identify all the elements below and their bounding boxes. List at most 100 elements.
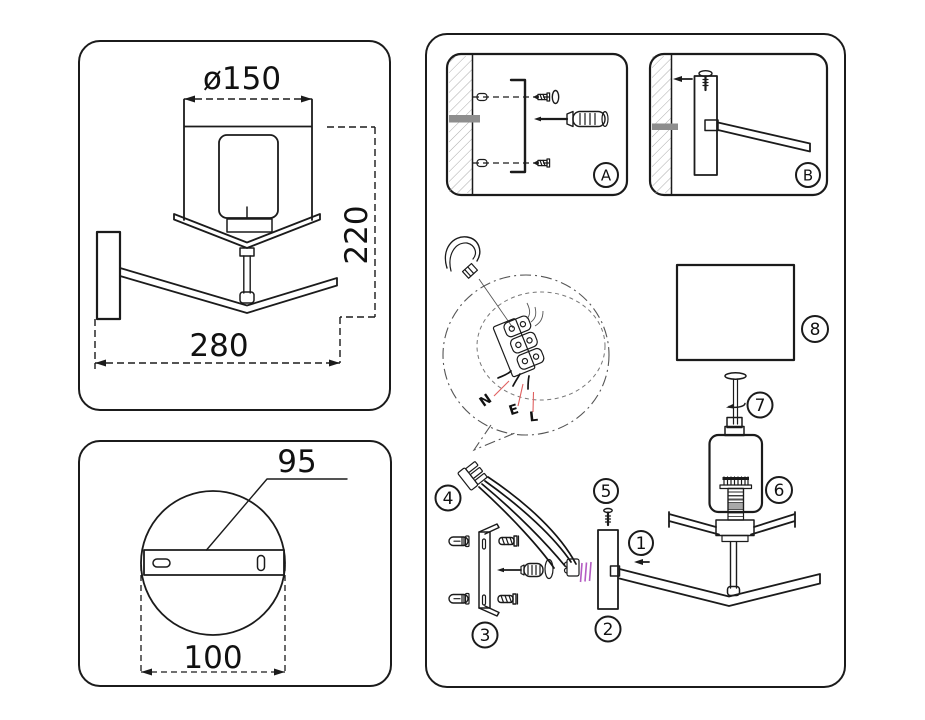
part7-label: 7 [755,396,766,416]
lamp-side-view-drawing: ø150 220 [94,61,376,369]
part4-label: 4 [443,489,454,509]
step-b-label: B [803,167,813,185]
part5-badge [593,478,619,504]
screwdriver-icon [534,110,609,128]
screw [497,593,519,605]
panel-base-view: 95 100 [78,440,392,687]
shade-outline [183,98,313,233]
base-view-drawing: 95 100 [140,444,348,676]
wire-label-neutral: N [476,391,494,411]
dim-width: 280 [94,319,340,369]
shade-holder [173,213,321,304]
terminal-wires [497,370,530,390]
part7-badge [746,391,774,419]
step-a-label: A [601,167,612,185]
mains-cable-icon [444,236,514,329]
wall-plate-and-arm [95,230,338,321]
wire-label-live: L [528,409,539,426]
step-b-panel: B [648,52,829,197]
part-screw: 5 [593,478,619,527]
wiring-callout: N E L [442,236,610,452]
part1-label: 1 [636,534,647,554]
harness-end-connector [563,558,580,577]
dim-width-label: 280 [189,328,248,364]
dim-diameter-label: ø150 [203,61,281,97]
part8-label: 8 [810,320,821,340]
installation-drawing: A B [434,52,829,649]
part8-badge [801,315,829,343]
dim-base-diameter: 100 [140,565,286,676]
rod-end-cap [726,585,741,597]
holder-washer [721,534,749,543]
arm-joint-block [609,565,621,577]
finial-rod [724,372,747,425]
screw-icon [532,92,551,102]
backplate-circle [140,490,286,636]
wall-hatch [449,56,472,193]
part6-badge [765,476,793,504]
dim-diameter: ø150 [184,61,312,103]
incoming-wires [526,302,544,327]
part3-badge [471,621,499,649]
part-bracket-set: 3 [448,523,520,649]
screwdriver-icon [497,558,554,580]
stem-rod [729,541,738,589]
holder-nut-block [715,519,755,537]
part6-label: 6 [774,481,785,501]
terminal-block [492,315,545,378]
screw-icon-vertical [603,507,613,527]
mounting-bracket-bar [143,549,285,576]
harness-wire [478,486,555,569]
panel-side-view: ø150 220 [78,40,391,411]
step-a-badge [593,162,619,188]
lamp-shade [675,263,796,362]
harness-wire [487,476,577,565]
backplate-ghost-circle [476,291,606,401]
stripped-wire-ends [579,561,592,583]
part4-badge [434,484,462,512]
bracket-slot-vertical [256,554,266,572]
mounting-bracket-side [509,78,527,174]
dim-height-label: 220 [339,205,375,264]
wall-cable-outlet [652,123,678,130]
wire-leader-lines [493,380,535,413]
backplate [597,529,619,610]
callout-tail [472,424,516,452]
callout-bubble [442,274,610,436]
step-a-panel: A [445,52,629,197]
lamp-assembly-exploded: 6 7 8 [668,263,829,597]
wall-cable-outlet [449,115,480,123]
part-wire-harness: 4 [434,461,592,583]
shade-holder [668,511,796,536]
part2-label: 2 [603,620,614,640]
wall-anchor-icon [476,92,488,168]
part3-label: 3 [480,626,491,646]
mounting-bracket [478,523,500,617]
harness-plug [457,461,488,491]
screw-head-icon [551,89,560,105]
panel-installation: A B [425,33,846,688]
arm-side [717,121,811,153]
screw [498,535,520,547]
harness-wire [481,483,566,567]
dim-base-diameter-label: 100 [183,640,242,676]
part2-badge [594,615,622,643]
socket-ribbed-ring [719,476,753,513]
socket-body [708,416,764,514]
dim-bracket-length: 95 [205,444,348,551]
part-backplate-assembly: 1 2 [594,529,821,643]
push-arrow-icon [634,559,650,565]
bracket-slot-horizontal [152,558,171,568]
part5-label: 5 [601,482,612,502]
dim-height: 220 [327,126,376,363]
wall-anchor [448,592,470,605]
part1-badge [628,530,654,556]
screw-icon [532,158,551,168]
arm-joint-block [704,119,719,132]
wall-anchor [448,535,470,548]
step-b-badge [795,162,821,188]
wall-arm [618,568,821,607]
push-arrow-icon [673,76,693,82]
screw-icon-top [698,70,713,92]
